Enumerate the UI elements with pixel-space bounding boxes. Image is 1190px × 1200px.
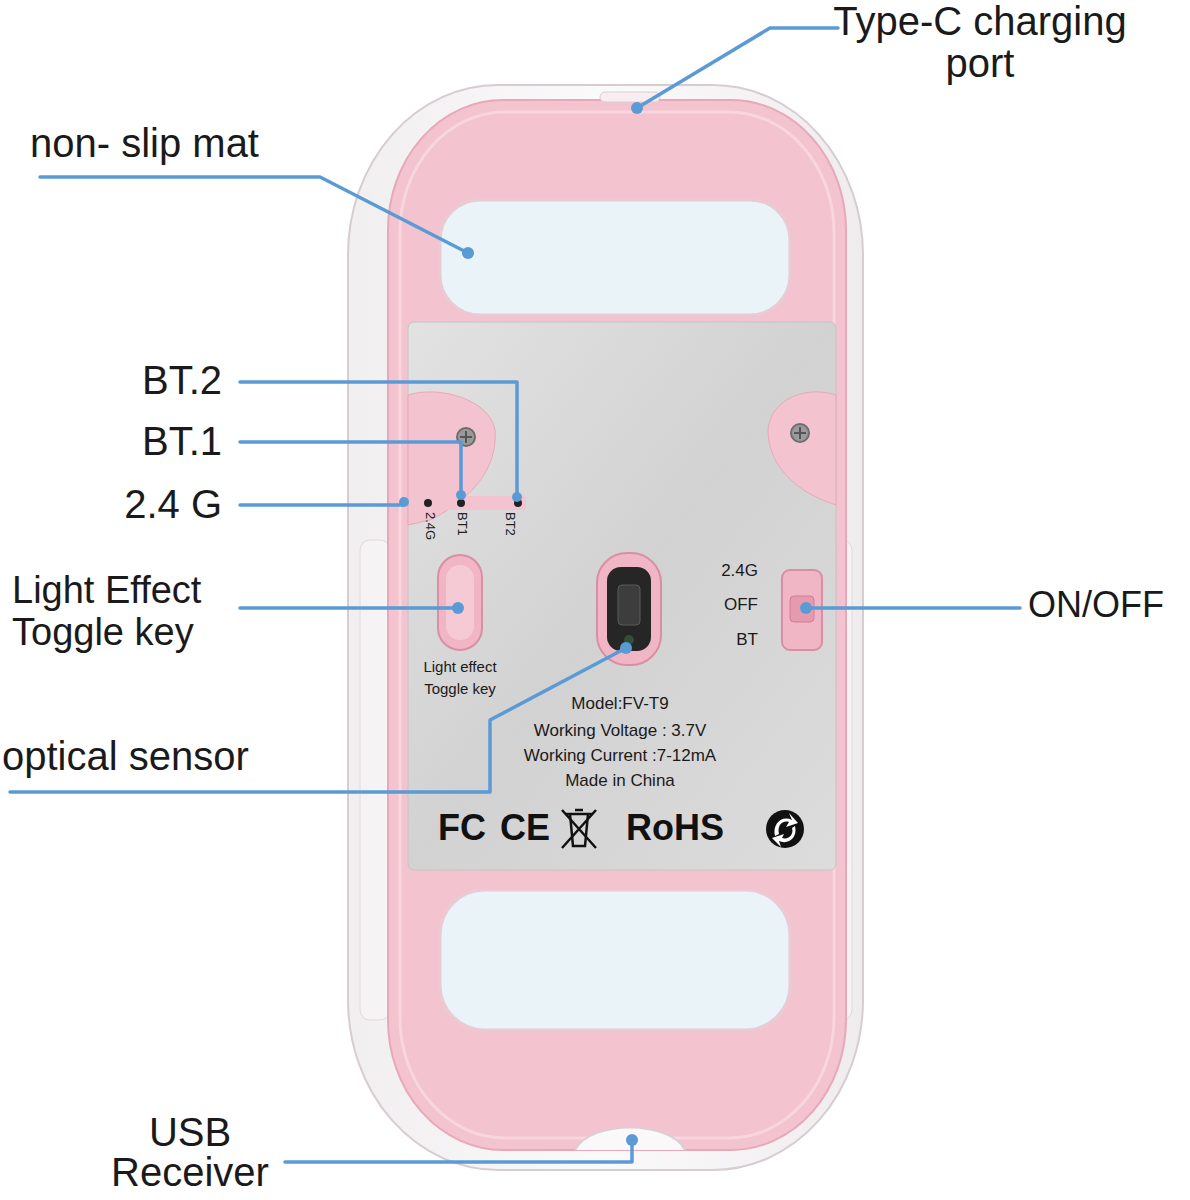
side-panel — [360, 540, 390, 1020]
sensor-window — [597, 553, 661, 665]
indicator-led — [424, 499, 432, 507]
callout-label: ON/OFF — [1028, 584, 1188, 625]
toggle-key-face — [446, 565, 474, 640]
leader-line — [806, 606, 1020, 610]
screw-slot — [794, 427, 806, 439]
leader-dot — [626, 1134, 638, 1146]
indicator-strip — [418, 496, 526, 510]
spec-text: Working Current :7-12mA — [470, 746, 770, 766]
mode-marking: BT1 — [455, 512, 469, 536]
spec-text: Made in China — [470, 771, 770, 791]
leader-line — [240, 503, 404, 507]
clear-shell — [348, 85, 863, 1170]
mode-marking: BT2 — [503, 512, 517, 536]
switch-slider — [790, 596, 814, 622]
leader-line — [285, 1140, 632, 1162]
callout-label: Type-C charging port — [830, 0, 1130, 84]
callout-label: optical sensor — [2, 733, 282, 779]
metal-plate — [408, 322, 836, 870]
spec-text: Model:FV-T9 — [470, 694, 770, 714]
leader-dot — [800, 602, 812, 614]
plate-cutout — [768, 392, 836, 505]
certification-mark: FC — [438, 808, 486, 848]
callout-label: USB Receiver — [100, 1112, 280, 1192]
leader-line — [240, 382, 517, 497]
leader-line — [40, 177, 468, 253]
sensor-lens — [607, 567, 651, 651]
certification-mark: RoHS — [626, 808, 724, 848]
mode-marking: 2.4G — [423, 512, 437, 540]
leader-dot — [512, 492, 522, 502]
certification-mark: CE — [500, 808, 550, 848]
spec-text: Working Voltage : 3.7V — [470, 721, 770, 741]
leader-line — [240, 442, 461, 495]
weee-icon — [562, 810, 596, 848]
key-marking: Light effect Toggle key — [405, 656, 515, 700]
leader-line — [240, 606, 458, 610]
switch-marking: 2.4G — [680, 561, 758, 581]
callout-label: Light Effect Toggle key — [12, 570, 238, 654]
screw — [791, 424, 809, 442]
indicator-led — [457, 499, 465, 507]
callout-label: BT.1 — [20, 418, 222, 464]
non-slip-mat — [440, 890, 790, 1030]
usb-receiver-slot — [575, 1128, 685, 1151]
leader-dot — [452, 602, 464, 614]
callout-label: non- slip mat — [30, 120, 350, 166]
sensor-chip — [618, 585, 640, 625]
leader-line — [637, 28, 838, 108]
leader-dot — [620, 642, 632, 654]
leader-dot — [399, 497, 409, 507]
leader-dot — [462, 247, 474, 259]
leader-dot — [456, 490, 466, 500]
non-slip-mat — [440, 200, 790, 315]
leader-dot — [631, 102, 643, 114]
power-switch — [782, 570, 822, 650]
switch-marking: BT — [680, 630, 758, 650]
callout-label: 2.4 G — [20, 481, 222, 527]
callout-label: BT.2 — [20, 357, 222, 403]
switch-marking: OFF — [680, 595, 758, 615]
pink-frame — [388, 100, 846, 1150]
recycle-icon — [766, 810, 804, 848]
toggle-key — [438, 555, 482, 650]
